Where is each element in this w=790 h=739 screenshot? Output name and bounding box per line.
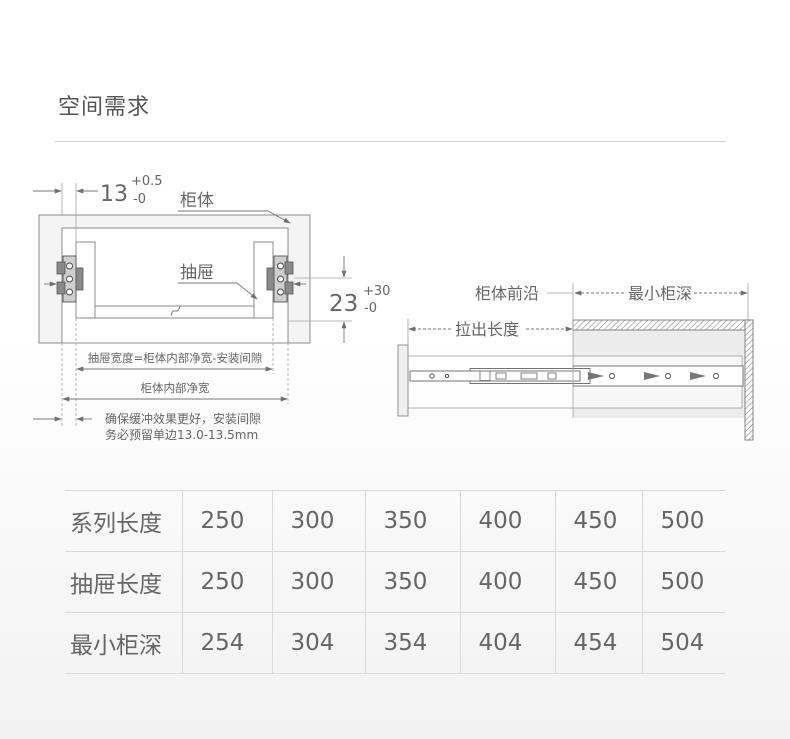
table-cell: 400 [459,551,555,613]
slide-slot [520,372,538,380]
cabinet-inner-width-label: 柜体内部净宽 [141,381,210,395]
right-slide-bracket-bottom [284,281,294,295]
table-row: 最小柜深 254 304 354 404 454 504 [65,612,725,674]
cabinet-top-panel [572,319,754,331]
drawer-front-panel [397,344,409,417]
slide-release-latch [479,371,491,381]
table-cell: 250 [181,551,272,613]
table-cell: 450 [554,551,642,613]
table-cell: 250 [181,490,272,552]
cabinet-back-panel [744,319,754,441]
table-cell: 350 [364,490,460,552]
install-note-line-2: 务必预留单边13.0-13.5mm [105,427,258,442]
table-cell: 300 [271,551,365,613]
table-cell: 500 [641,551,725,613]
front-view-diagram: 13 +0.5 -0 柜体 抽屉 23 +30 -0 抽屉宽度=柜体内部净宽-安… [33,174,390,442]
pull-out-length-label: 拉出长度 [455,320,519,339]
min-cabinet-depth-label: 最小柜深 [628,284,692,303]
table-cell: 450 [554,490,642,552]
table-row: 系列长度 250 300 350 400 450 500 [65,490,725,552]
table-cell: 300 [271,490,365,552]
left-slide-screw [66,288,73,296]
slide-mount-hole [444,373,450,379]
gap-tolerance-plus: +0.5 [131,174,163,189]
height-value: 23 [329,291,358,317]
drawer-width-formula: 抽屉宽度=柜体内部净宽-安装间隙 [88,351,263,365]
title-divider [55,141,726,142]
slide-mount-hole [713,373,719,379]
slide-mount-hole [429,373,435,379]
table-cell: 304 [271,612,365,674]
left-slide-screw [66,275,73,283]
table-cell: 354 [364,612,460,674]
slide-inner-rail [409,370,581,382]
right-slide-screw [277,275,284,283]
right-slide-rail [266,255,294,303]
break-symbol [170,305,181,317]
left-slide-bracket-bottom [56,281,66,295]
row-label: 抽屉长度 [65,551,182,613]
table-cell: 500 [641,490,725,552]
page-title: 空间需求 [58,95,151,120]
table-cell: 350 [364,551,460,613]
right-slide-bracket-top [284,261,294,275]
drawer-label: 抽屉 [180,263,214,283]
cabinet-front-edge-label: 柜体前沿 [475,284,539,303]
space-requirement-diagram: 13 +0.5 -0 柜体 抽屉 23 +30 -0 抽屉宽度=柜体内部净宽-安… [33,174,754,442]
height-tolerance-plus: +30 [363,284,390,299]
height-tolerance-minus: -0 [364,301,377,316]
table-cell: 254 [181,612,272,674]
drawer-leader-line [178,282,258,300]
size-spec-table: 系列长度 250 300 350 400 450 500 抽屉长度 250 30… [65,490,725,674]
row-label: 系列长度 [65,490,182,552]
cabinet-leader-line [178,210,291,224]
slide-mount-hole [665,373,671,379]
install-note-line-1: 确保缓冲效果更好，安装间隙 [105,411,261,426]
side-slide-rail [409,365,744,387]
table-cell: 504 [641,612,725,674]
gap-value: 13 [100,182,128,207]
row-label: 最小柜深 [65,612,182,674]
slide-bracket-mark [644,372,660,380]
left-slide-bracket-top [56,261,66,275]
left-slide-screw [66,262,73,270]
table-cell: 454 [554,612,642,674]
left-slide-inner-member [75,267,84,291]
drawer-bottom-panel [94,305,255,319]
slide-bracket-mark [588,372,604,380]
table-row: 抽屉长度 250 300 350 400 450 500 [65,551,725,613]
side-view-diagram: 柜体前沿 最小柜深 拉出长度 [397,283,754,441]
slide-slot [547,372,557,380]
slide-slot [495,372,507,380]
slide-bracket-mark [690,372,706,380]
gap-tolerance-minus: -0 [133,192,146,207]
left-slide-rail [56,255,84,303]
cabinet-label: 柜体 [180,191,214,211]
right-slide-screw [277,262,284,270]
table-cell: 400 [459,490,555,552]
slide-mount-hole [609,373,615,379]
table-cell: 404 [459,612,555,674]
right-slide-inner-member [266,267,275,291]
right-slide-screw [277,288,284,296]
